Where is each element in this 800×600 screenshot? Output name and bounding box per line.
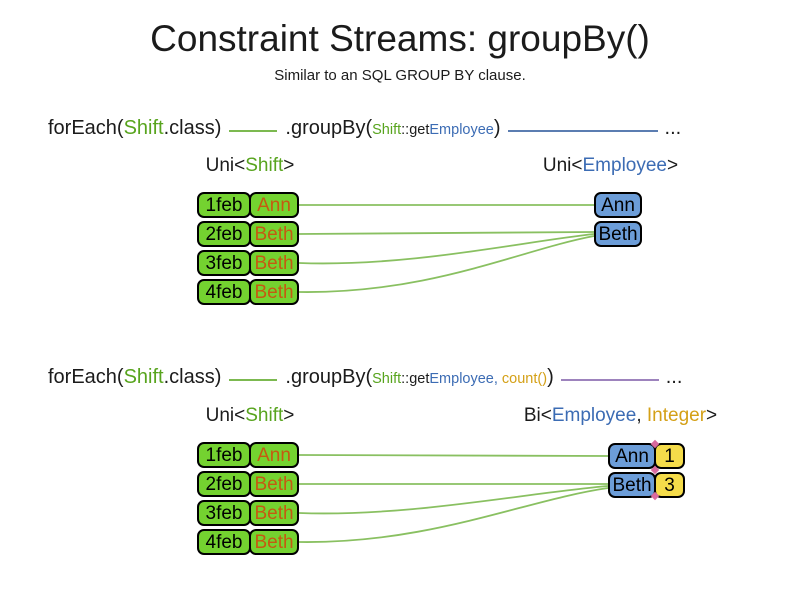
shift-stream-boxes-1: 1feb Ann 2feb Beth 3feb Beth 4feb Beth bbox=[197, 192, 299, 308]
employee-count-boxes: Ann 1 Beth 3 bbox=[608, 443, 685, 501]
shift-date: 1feb bbox=[197, 192, 251, 218]
shift-employee: Beth bbox=[249, 221, 299, 247]
employee-box: Beth bbox=[608, 472, 656, 498]
stream-connector-green bbox=[229, 130, 278, 132]
shift-employee: Beth bbox=[249, 250, 299, 276]
shift-row: 1feb Ann bbox=[197, 192, 299, 218]
param-comma-token: , bbox=[493, 371, 502, 387]
ellipsis-token: ... bbox=[665, 366, 683, 388]
label-pre: Uni< bbox=[542, 155, 583, 176]
shift-row: 1feb Ann bbox=[197, 442, 299, 468]
shift-row: 2feb Beth bbox=[197, 471, 299, 497]
stream-connector-green bbox=[229, 379, 278, 381]
shift-employee: Beth bbox=[249, 471, 299, 497]
shift-row: 4feb Beth bbox=[197, 529, 299, 555]
label-pre: Uni< bbox=[205, 405, 246, 426]
label-type: Shift bbox=[245, 405, 284, 426]
group-row: Ann 1 bbox=[608, 443, 685, 469]
ellipsis-token: ... bbox=[664, 117, 682, 139]
param-getter-token: ::get bbox=[401, 371, 430, 387]
close-paren-token: ) bbox=[493, 117, 501, 139]
uni-shift-label-1: Uni<Shift> bbox=[160, 155, 340, 177]
group-row: Beth 3 bbox=[608, 472, 685, 498]
count-box: 3 bbox=[654, 472, 685, 498]
wire2-4feb-beth bbox=[298, 487, 609, 543]
shift-date: 4feb bbox=[197, 529, 251, 555]
groupby-token: .groupBy( bbox=[285, 366, 373, 388]
param-employee-token: Employee bbox=[429, 371, 494, 387]
shift-date: 3feb bbox=[197, 500, 251, 526]
employee-box: Ann bbox=[594, 192, 642, 218]
subtitle: Similar to an SQL GROUP BY clause. bbox=[274, 67, 526, 84]
uni-shift-label-2: Uni<Shift> bbox=[160, 405, 340, 427]
wire-3feb-beth bbox=[298, 233, 595, 265]
wire2-1feb-ann bbox=[298, 454, 609, 457]
shift-employee: Beth bbox=[249, 500, 299, 526]
count-box: 1 bbox=[654, 443, 685, 469]
foreach-token: forEach( bbox=[48, 117, 124, 139]
param-getter-token: ::get bbox=[401, 122, 430, 138]
close-paren-token: ) bbox=[547, 366, 554, 388]
label-sep: , bbox=[636, 405, 647, 426]
stream-connector-blue bbox=[507, 130, 658, 132]
param-shift-token: Shift bbox=[372, 122, 402, 138]
shift-row: 4feb Beth bbox=[197, 279, 299, 305]
param-count-token: count() bbox=[501, 371, 548, 387]
wire2-3feb-beth bbox=[298, 485, 609, 515]
label-pre: Bi< bbox=[523, 405, 552, 426]
class-suffix-token: .class) bbox=[163, 117, 222, 139]
shift-date: 3feb bbox=[197, 250, 251, 276]
shift-row: 2feb Beth bbox=[197, 221, 299, 247]
class-suffix-token: .class) bbox=[163, 366, 222, 388]
shift-employee: Ann bbox=[249, 442, 299, 468]
wire-2feb-beth bbox=[298, 231, 595, 235]
employee-box: Ann bbox=[608, 443, 656, 469]
employee-group-boxes-1: Ann Beth bbox=[594, 192, 642, 250]
label-post: > bbox=[667, 155, 679, 176]
uni-employee-label: Uni<Employee> bbox=[518, 155, 703, 177]
shift-class-token: Shift bbox=[123, 117, 164, 139]
wire-4feb-beth bbox=[298, 235, 595, 293]
code-line-2: forEach(Shift.class) .groupBy(Shift::get… bbox=[48, 366, 682, 394]
code-line-1: forEach(Shift.class) .groupBy(Shift::get… bbox=[48, 117, 681, 145]
employee-box: Beth bbox=[594, 221, 642, 247]
shift-stream-boxes-2: 1feb Ann 2feb Beth 3feb Beth 4feb Beth bbox=[197, 442, 299, 558]
shift-row: 3feb Beth bbox=[197, 500, 299, 526]
shift-date: 4feb bbox=[197, 279, 251, 305]
stream-connector-purple bbox=[560, 379, 659, 381]
param-employee-token: Employee bbox=[429, 122, 494, 138]
shift-date: 2feb bbox=[197, 471, 251, 497]
shift-employee: Ann bbox=[249, 192, 299, 218]
shift-employee: Beth bbox=[249, 529, 299, 555]
bi-employee-integer-label: Bi<Employee, Integer> bbox=[498, 405, 743, 427]
label-pre: Uni< bbox=[205, 155, 246, 176]
label-post: > bbox=[706, 405, 718, 426]
label-type1: Employee bbox=[551, 405, 637, 426]
shift-date: 1feb bbox=[197, 442, 251, 468]
param-shift-token: Shift bbox=[372, 371, 402, 387]
page-title: Constraint Streams: groupBy() bbox=[150, 18, 650, 59]
groupby-token: .groupBy( bbox=[285, 117, 373, 139]
label-type: Employee bbox=[582, 155, 668, 176]
label-post: > bbox=[283, 155, 295, 176]
shift-class-token: Shift bbox=[123, 366, 164, 388]
label-type: Shift bbox=[245, 155, 284, 176]
shift-date: 2feb bbox=[197, 221, 251, 247]
label-type2: Integer bbox=[646, 405, 707, 426]
shift-employee: Beth bbox=[249, 279, 299, 305]
shift-row: 3feb Beth bbox=[197, 250, 299, 276]
label-post: > bbox=[283, 405, 295, 426]
foreach-token: forEach( bbox=[48, 366, 124, 388]
